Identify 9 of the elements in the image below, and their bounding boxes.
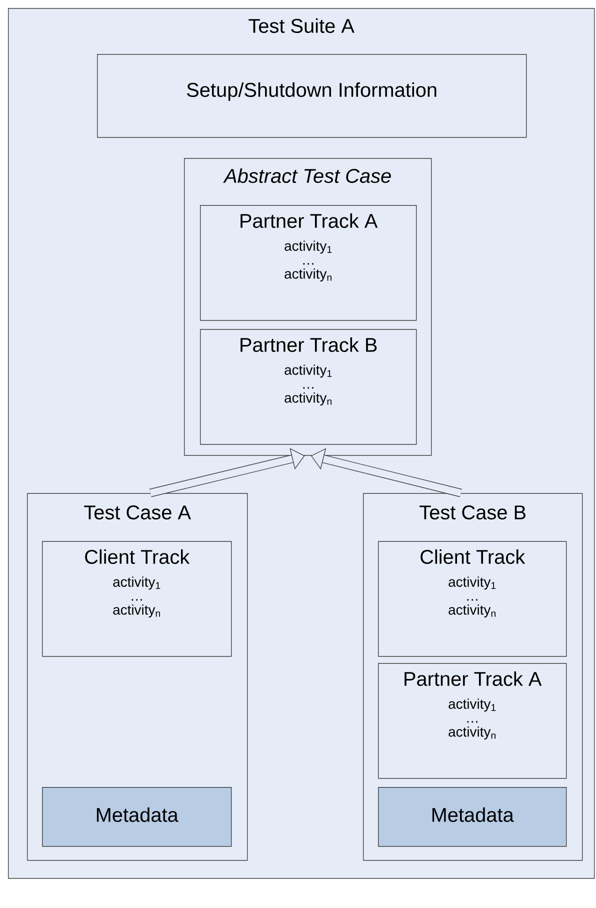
track-box: Client Track activity$_{1}$ … activity$_{n}$: [42, 541, 232, 657]
track-box: Client Track activity$_{1}$ … activity$_{n}$: [378, 541, 567, 657]
track-box: Partner Track A activity$_{1}$ … activity$_{n}$: [200, 205, 417, 321]
track-box: Partner Track B activity$_{1}$ … activity$_{n}$: [200, 329, 417, 445]
info-box: Setup/Shutdown Information: [97, 54, 527, 138]
track-box: Partner Track A activity$_{1}$ … activity$_{n}$: [378, 663, 567, 779]
metadata-box: Metadata: [378, 787, 567, 847]
metadata-box: Metadata: [42, 787, 232, 847]
arrow: [149, 448, 305, 498]
